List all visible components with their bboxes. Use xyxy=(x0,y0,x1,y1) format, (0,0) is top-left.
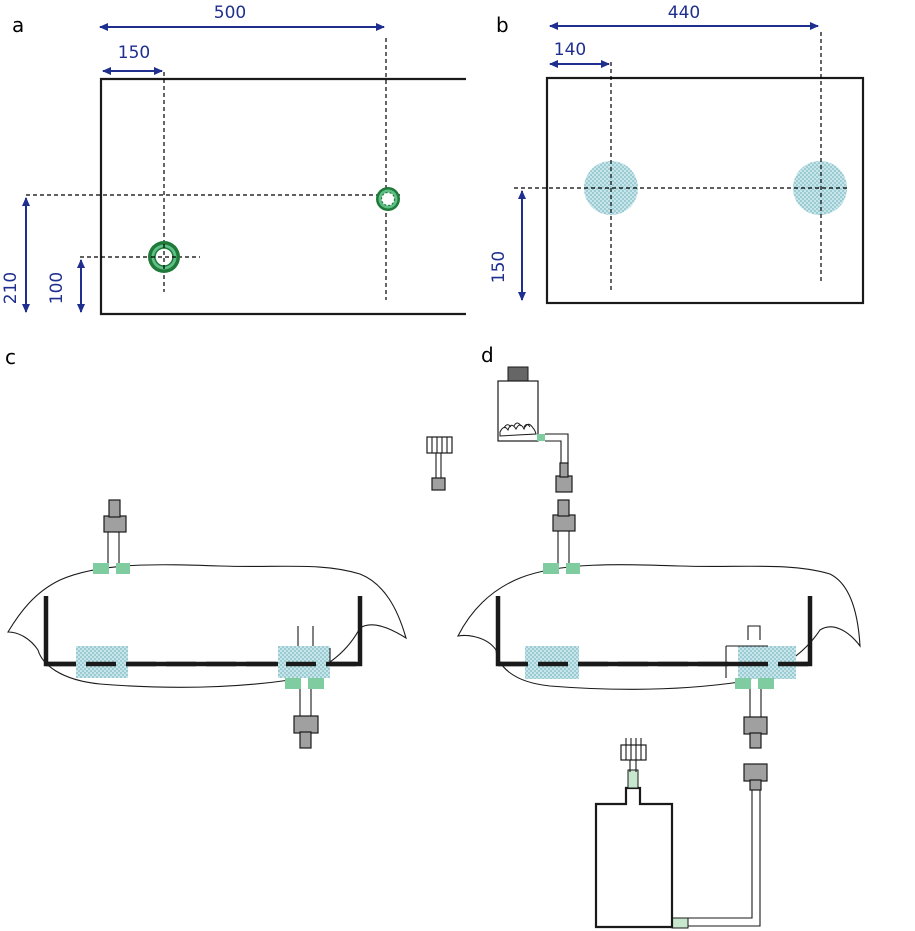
ring-port-icon xyxy=(376,187,400,211)
panel-c-tray xyxy=(43,596,363,667)
valve-fitting-icon xyxy=(555,475,573,493)
panel-d-tray xyxy=(495,596,813,667)
panel-d: d xyxy=(457,343,861,929)
valve-fitting-icon xyxy=(743,763,768,791)
connector-green xyxy=(285,678,301,689)
panel-a-dim-150-text: 150 xyxy=(118,43,150,63)
valve-fitting-icon xyxy=(103,499,127,533)
panel-a-dim-210-text: 210 xyxy=(1,272,21,304)
panel-b-dim-440-text: 440 xyxy=(668,3,700,23)
vent-valve-icon xyxy=(426,436,453,491)
panel-c: c xyxy=(5,345,453,749)
panel-c-bag-outline xyxy=(7,564,407,688)
bottle-icon xyxy=(594,786,674,929)
vent-valve-icon xyxy=(620,738,647,772)
panel-b-plate-outline xyxy=(545,76,865,305)
panel-a-label: a xyxy=(12,13,24,37)
valve-fitting-icon xyxy=(552,499,576,532)
connector-green xyxy=(566,563,580,574)
ring-port-icon xyxy=(148,241,180,273)
mesh-patch-icon xyxy=(793,161,847,215)
panel-b: b 440 140 150 xyxy=(489,3,865,305)
connector-green xyxy=(116,563,130,574)
panel-c-label: c xyxy=(5,345,16,369)
panel-a: a 500 150 210 100 xyxy=(1,3,466,316)
valve-fitting-icon xyxy=(293,715,319,749)
valve-fitting-icon xyxy=(743,716,768,749)
panel-a-dim-500-text: 500 xyxy=(214,3,246,23)
connector-green xyxy=(308,678,324,689)
panel-b-dim-140-text: 140 xyxy=(554,40,586,60)
connector-green xyxy=(543,563,559,574)
panel-b-label: b xyxy=(496,13,509,37)
panel-d-bag-outline xyxy=(457,564,861,690)
panel-a-dim-100-text: 100 xyxy=(47,272,67,304)
panel-a-plate-outline xyxy=(99,77,466,316)
filter-jar-icon xyxy=(497,366,539,442)
connector-green xyxy=(735,678,751,689)
connector-green xyxy=(758,678,774,689)
panel-b-dim-150-text: 150 xyxy=(489,251,509,283)
connector-green xyxy=(93,563,109,574)
panel-d-label: d xyxy=(481,343,494,367)
